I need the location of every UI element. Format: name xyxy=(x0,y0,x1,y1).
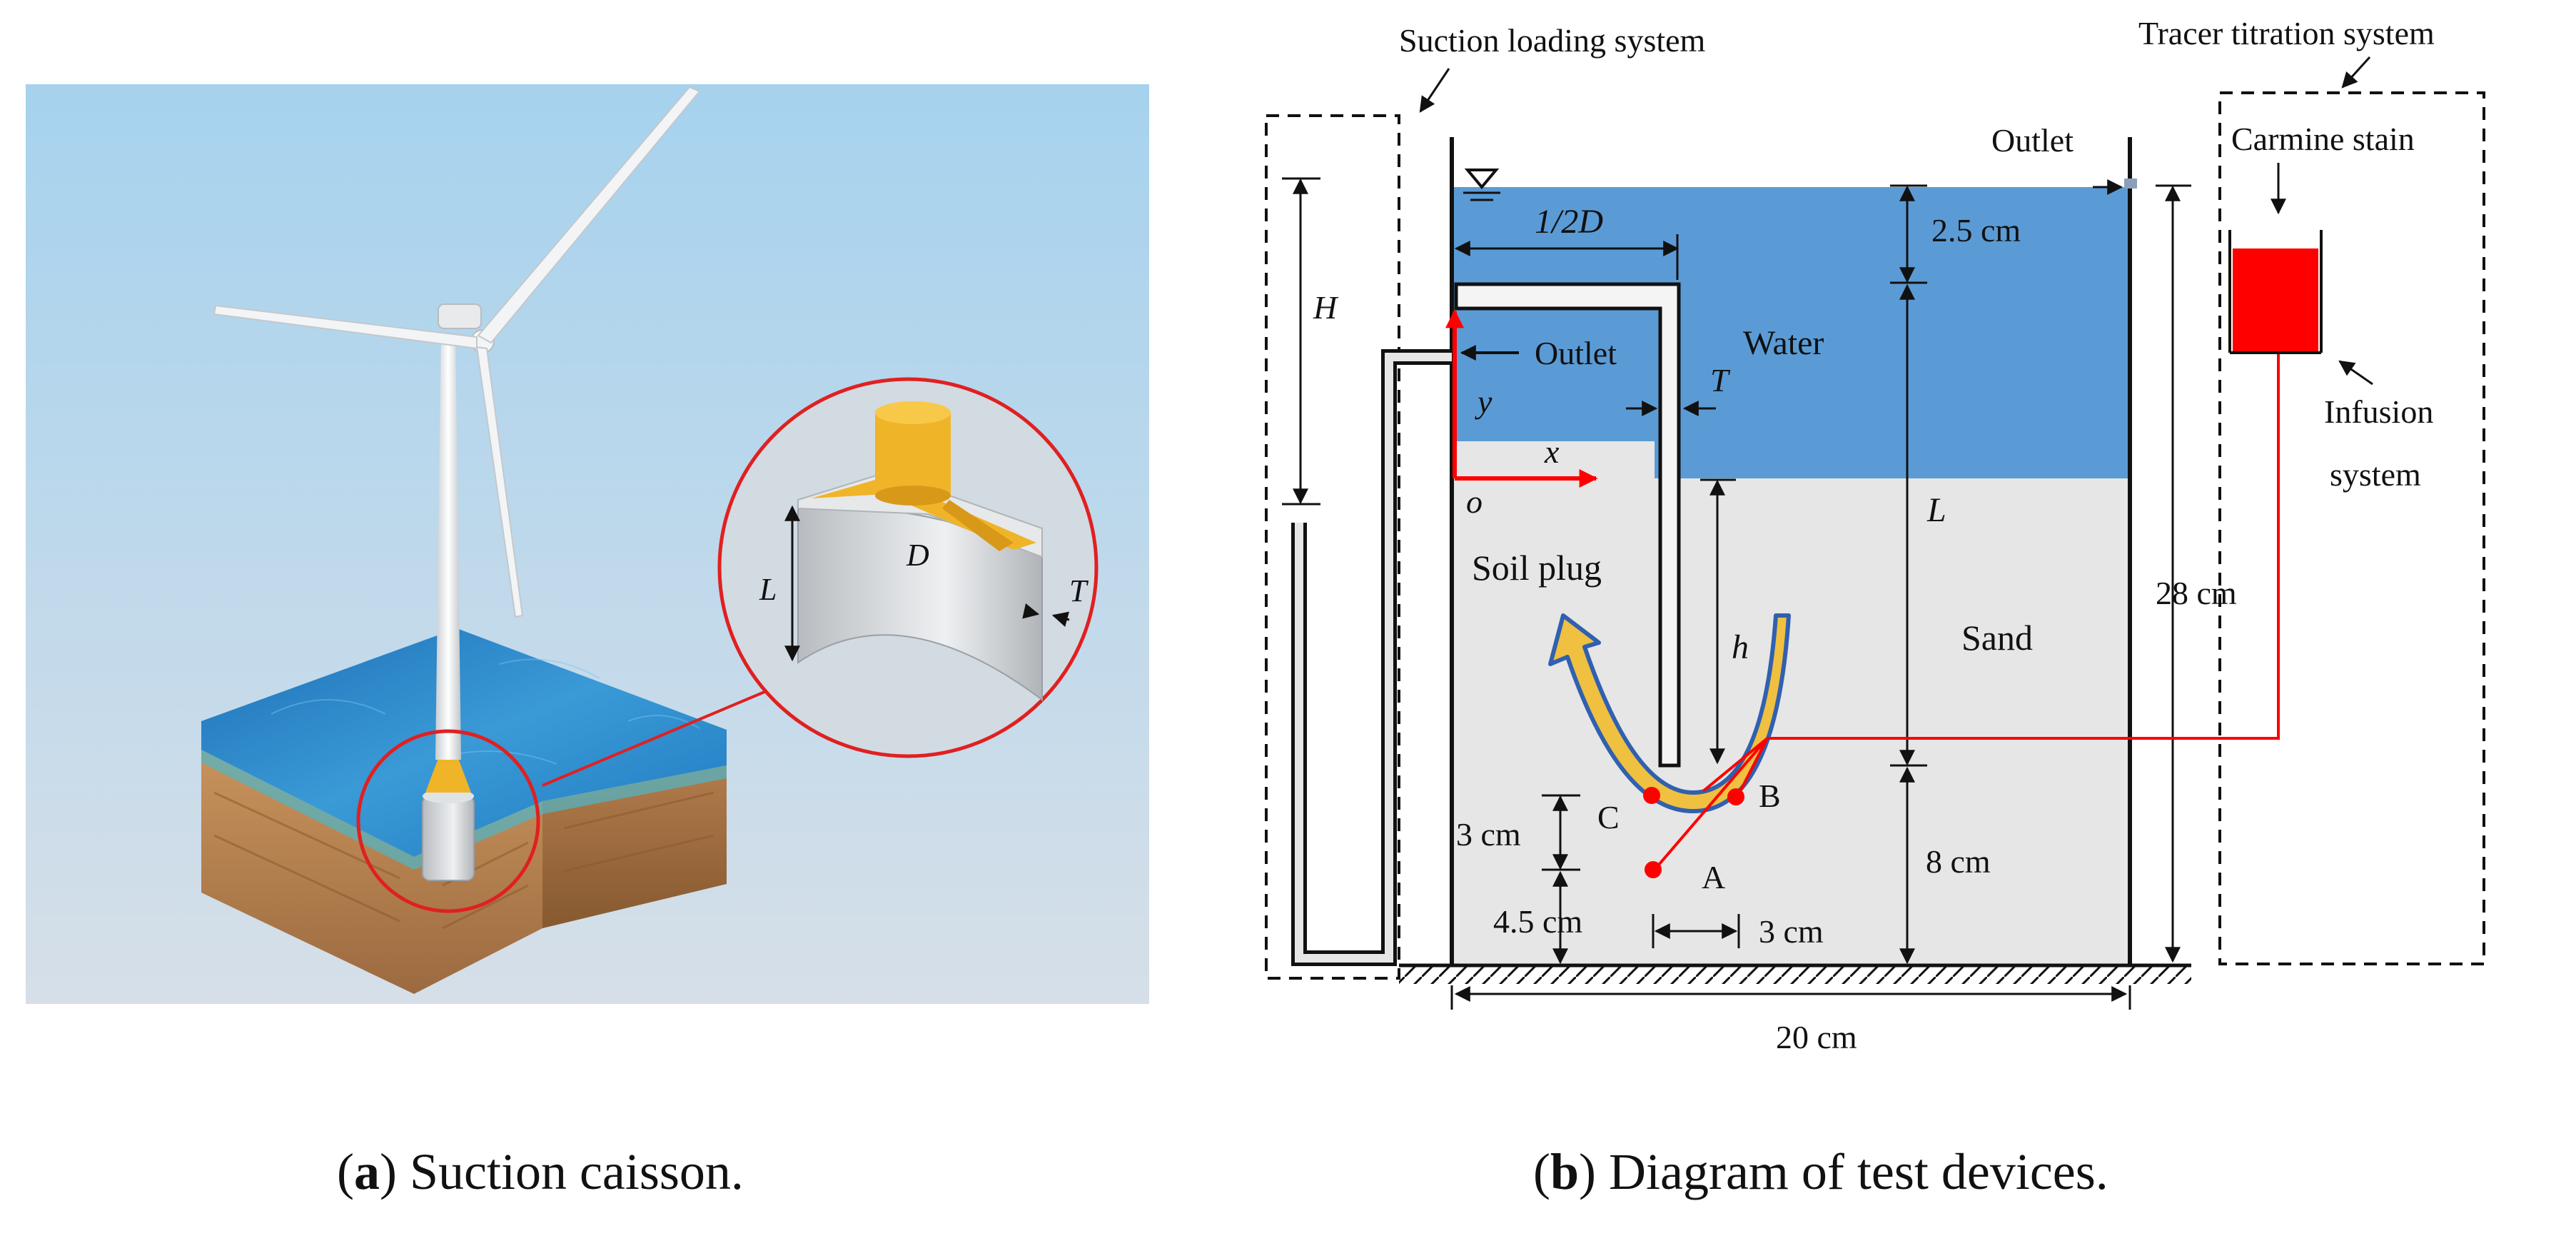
label-D-a: D xyxy=(906,538,929,573)
label-4-5cm: 4.5 cm xyxy=(1493,903,1582,940)
label-y: y xyxy=(1475,383,1492,420)
point-A xyxy=(1645,861,1662,878)
caption-b: (b) Diagram of test devices. xyxy=(1533,1143,2108,1200)
panel-a-rendering: L D T xyxy=(26,84,1149,1004)
suction-system-box xyxy=(1265,114,1400,980)
transition-piece xyxy=(425,758,471,793)
zoom-source-circle xyxy=(356,729,540,913)
caption-a-text: Suction caisson. xyxy=(409,1143,744,1200)
label-A: A xyxy=(1702,859,1725,895)
blade-left xyxy=(213,304,478,350)
label-outlet-top: Outlet xyxy=(1991,122,2074,159)
label-outlet-inner: Outlet xyxy=(1535,335,1617,371)
label-h: h xyxy=(1732,628,1749,666)
label-T-b: T xyxy=(1710,362,1731,398)
label-3cm-v: 3 cm xyxy=(1456,816,1521,853)
label-water: Water xyxy=(1743,324,1824,362)
point-C xyxy=(1643,787,1660,804)
caption-b-letter: b xyxy=(1550,1143,1580,1200)
label-sand: Sand xyxy=(1961,618,2033,658)
label-C: C xyxy=(1597,799,1620,835)
label-x: x xyxy=(1544,433,1560,470)
suction-pipe xyxy=(1291,349,1452,966)
soil-plug-region xyxy=(1456,441,1655,478)
tracer-system-box xyxy=(2218,91,2485,965)
caption-a: (a) Suction caisson. xyxy=(337,1143,744,1200)
tower xyxy=(435,336,461,760)
label-H: H xyxy=(1313,289,1339,326)
label-infusion-2: system xyxy=(2330,456,2421,493)
label-L-a: L xyxy=(759,572,777,607)
label-B: B xyxy=(1759,778,1781,814)
label-8cm: 8 cm xyxy=(1926,843,1991,880)
label-20cm: 20 cm xyxy=(1776,1019,1857,1055)
label-28cm: 28 cm xyxy=(2156,575,2237,611)
label-T-a: T xyxy=(1069,573,1089,608)
label-suction-system: Suction loading system xyxy=(1399,22,1706,59)
carmine-container xyxy=(2233,248,2318,351)
panel-b-diagram: H 1/2D Outlet y x o T Water 2.5 cm L 8 c… xyxy=(1265,15,2485,1055)
label-3cm-h: 3 cm xyxy=(1759,913,1824,950)
tracer-line xyxy=(1702,354,2280,793)
label-half-D: 1/2D xyxy=(1535,203,1603,241)
caption-a-letter: a xyxy=(353,1143,380,1200)
blade-up xyxy=(477,86,701,344)
label-soil-plug: Soil plug xyxy=(1472,548,1602,588)
point-B xyxy=(1727,788,1744,805)
label-L-b: L xyxy=(1926,491,1946,529)
flow-arrow xyxy=(1548,613,1791,813)
water-region xyxy=(1452,187,2130,478)
soil-block-right-face xyxy=(542,765,727,928)
caption-b-text: Diagram of test devices. xyxy=(1609,1143,2108,1200)
sea-surface xyxy=(201,628,727,857)
nacelle xyxy=(438,303,482,329)
label-tracer-system: Tracer titration system xyxy=(2138,15,2435,51)
caisson-bucket xyxy=(422,795,475,881)
blade-down xyxy=(475,346,524,618)
label-carmine: Carmine stain xyxy=(2231,121,2415,157)
detail-column xyxy=(875,413,951,496)
label-infusion-1: Infusion xyxy=(2324,393,2433,430)
label-2-5cm: 2.5 cm xyxy=(1931,212,2021,248)
label-o: o xyxy=(1466,483,1483,520)
